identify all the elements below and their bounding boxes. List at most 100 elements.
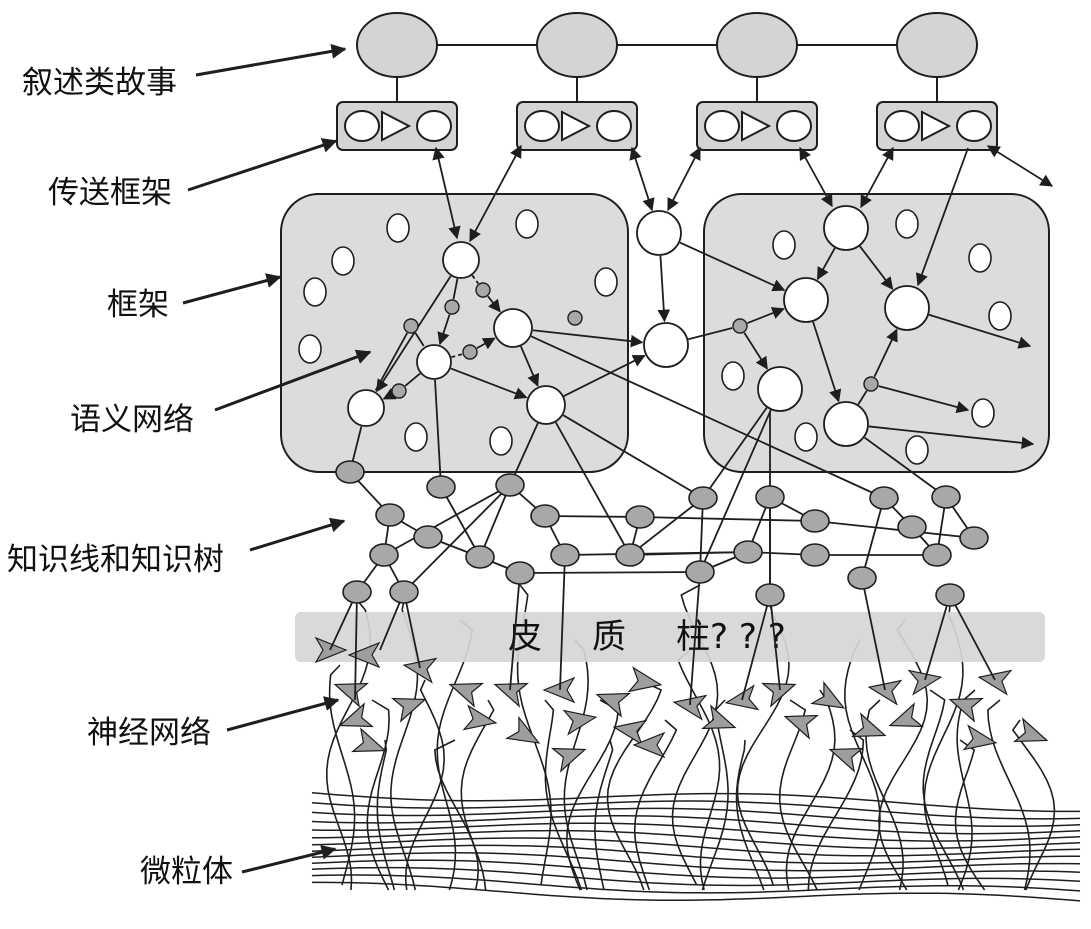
transfer-slot-out bbox=[776, 110, 812, 142]
knowledge-node bbox=[959, 526, 989, 550]
semantic-link bbox=[471, 274, 479, 285]
knowledge-node bbox=[869, 486, 899, 510]
semantic-link bbox=[376, 275, 452, 393]
semantic-link bbox=[688, 327, 733, 341]
knowledge-to-neuron bbox=[861, 577, 886, 691]
semantic-link bbox=[452, 278, 459, 300]
neuron-cell bbox=[333, 682, 370, 708]
knowledge-node bbox=[847, 566, 877, 590]
semantic-link bbox=[487, 295, 501, 313]
semantic-link bbox=[878, 385, 970, 414]
knowledge-node bbox=[688, 486, 718, 510]
transfer-semantic-arrow bbox=[629, 146, 655, 212]
knowledge-node bbox=[733, 540, 763, 564]
neural-fiber bbox=[366, 699, 390, 891]
transfer-semantic-arrow bbox=[986, 145, 1054, 187]
semantic-node bbox=[757, 366, 803, 412]
knowledge-to-neuron bbox=[924, 594, 951, 681]
concept-link-node bbox=[403, 318, 419, 334]
knowledge-node bbox=[495, 473, 525, 497]
neuron-cell bbox=[867, 679, 903, 706]
knowledge-to-neuron bbox=[689, 571, 701, 706]
semantic-node bbox=[347, 389, 385, 427]
label-frame: 框架 bbox=[107, 287, 169, 323]
neuron-cell bbox=[783, 714, 820, 740]
microparticle-fiber bbox=[311, 859, 1081, 879]
neural-fibers-layer bbox=[325, 584, 1056, 891]
band-char-3: 柱? ? ? bbox=[676, 617, 786, 657]
knowledge-node bbox=[685, 560, 715, 584]
knowledge-node bbox=[369, 543, 399, 567]
semantic-node bbox=[783, 277, 829, 323]
frame-slot-node bbox=[895, 209, 919, 239]
frame-right bbox=[703, 193, 1050, 473]
knowledge-node bbox=[550, 543, 580, 567]
knowledge-node bbox=[922, 543, 952, 567]
frame-slot-node bbox=[386, 213, 410, 243]
frame-slot-node bbox=[988, 301, 1012, 331]
neuron-cell bbox=[672, 694, 708, 721]
neuron-cell bbox=[948, 697, 985, 723]
semantic-node bbox=[526, 385, 566, 425]
knowledge-node bbox=[897, 515, 927, 539]
knowledge-node bbox=[335, 460, 365, 484]
knowledge-node bbox=[755, 485, 785, 509]
transfer-semantic-arrow bbox=[469, 144, 522, 243]
neuron-cell bbox=[828, 747, 865, 773]
knowledge-to-neuron bbox=[949, 594, 996, 681]
transfer-arrow-icon bbox=[561, 110, 592, 142]
neural-fiber bbox=[778, 699, 818, 891]
transfer-slot-in bbox=[884, 110, 920, 142]
semantic-to-knowledge bbox=[554, 422, 631, 556]
label-pointer-arrow bbox=[249, 517, 346, 552]
neuron-cell bbox=[550, 747, 587, 773]
frame-slot-node bbox=[303, 277, 327, 307]
label-microparticles: 微粒体 bbox=[140, 854, 233, 890]
semantic-link bbox=[812, 321, 842, 403]
semantic-link bbox=[451, 353, 463, 359]
neuron-cell bbox=[314, 636, 348, 664]
knowledge-line bbox=[519, 571, 701, 574]
cortical-column-band bbox=[295, 612, 1045, 662]
knowledge-node bbox=[615, 543, 645, 567]
frame-slot-node bbox=[721, 361, 745, 391]
concept-link-node bbox=[567, 310, 583, 326]
knowledge-line bbox=[699, 497, 704, 573]
neuron-cell bbox=[700, 704, 737, 730]
knowledge-node bbox=[389, 580, 419, 604]
semantic-link bbox=[404, 372, 421, 387]
concept-link-node bbox=[732, 318, 748, 334]
neural-fiber bbox=[956, 689, 976, 891]
knowledge-to-neuron bbox=[509, 572, 521, 691]
label-pointer-arrow bbox=[226, 696, 340, 732]
frame-slot-node bbox=[968, 243, 992, 273]
story-and-transfer-layer bbox=[336, 12, 1054, 287]
knowledge-line bbox=[629, 497, 704, 556]
neuron-cell bbox=[493, 682, 530, 708]
neuron-cell bbox=[595, 692, 632, 718]
knowledge-node bbox=[931, 485, 961, 509]
neural-fiber bbox=[844, 639, 881, 891]
neural-fiber bbox=[594, 739, 614, 891]
semantic-link bbox=[450, 367, 528, 400]
microparticle-fiber bbox=[311, 844, 1080, 865]
transfer-slot-in bbox=[344, 110, 380, 142]
label-pointer-arrows bbox=[182, 43, 372, 874]
neuron-cell bbox=[632, 731, 666, 759]
transfer-arrow-icon bbox=[741, 110, 772, 142]
semantic-link bbox=[868, 425, 1035, 450]
neural-fiber bbox=[1011, 719, 1056, 891]
knowledge-line bbox=[861, 497, 885, 579]
semantic-to-knowledge bbox=[530, 335, 885, 499]
knowledge-to-neuron bbox=[769, 594, 781, 691]
neuron-cell bbox=[338, 702, 375, 728]
neuron-cell bbox=[542, 676, 576, 704]
neuron-cell bbox=[562, 709, 598, 736]
neural-fiber bbox=[565, 699, 620, 891]
microparticle-fiber bbox=[312, 881, 1081, 902]
concept-link-node bbox=[391, 383, 407, 399]
label-knowledge-lines: 知识线和知识树 bbox=[7, 542, 224, 578]
semantic-link bbox=[679, 241, 786, 292]
neuron-cell bbox=[350, 727, 387, 753]
